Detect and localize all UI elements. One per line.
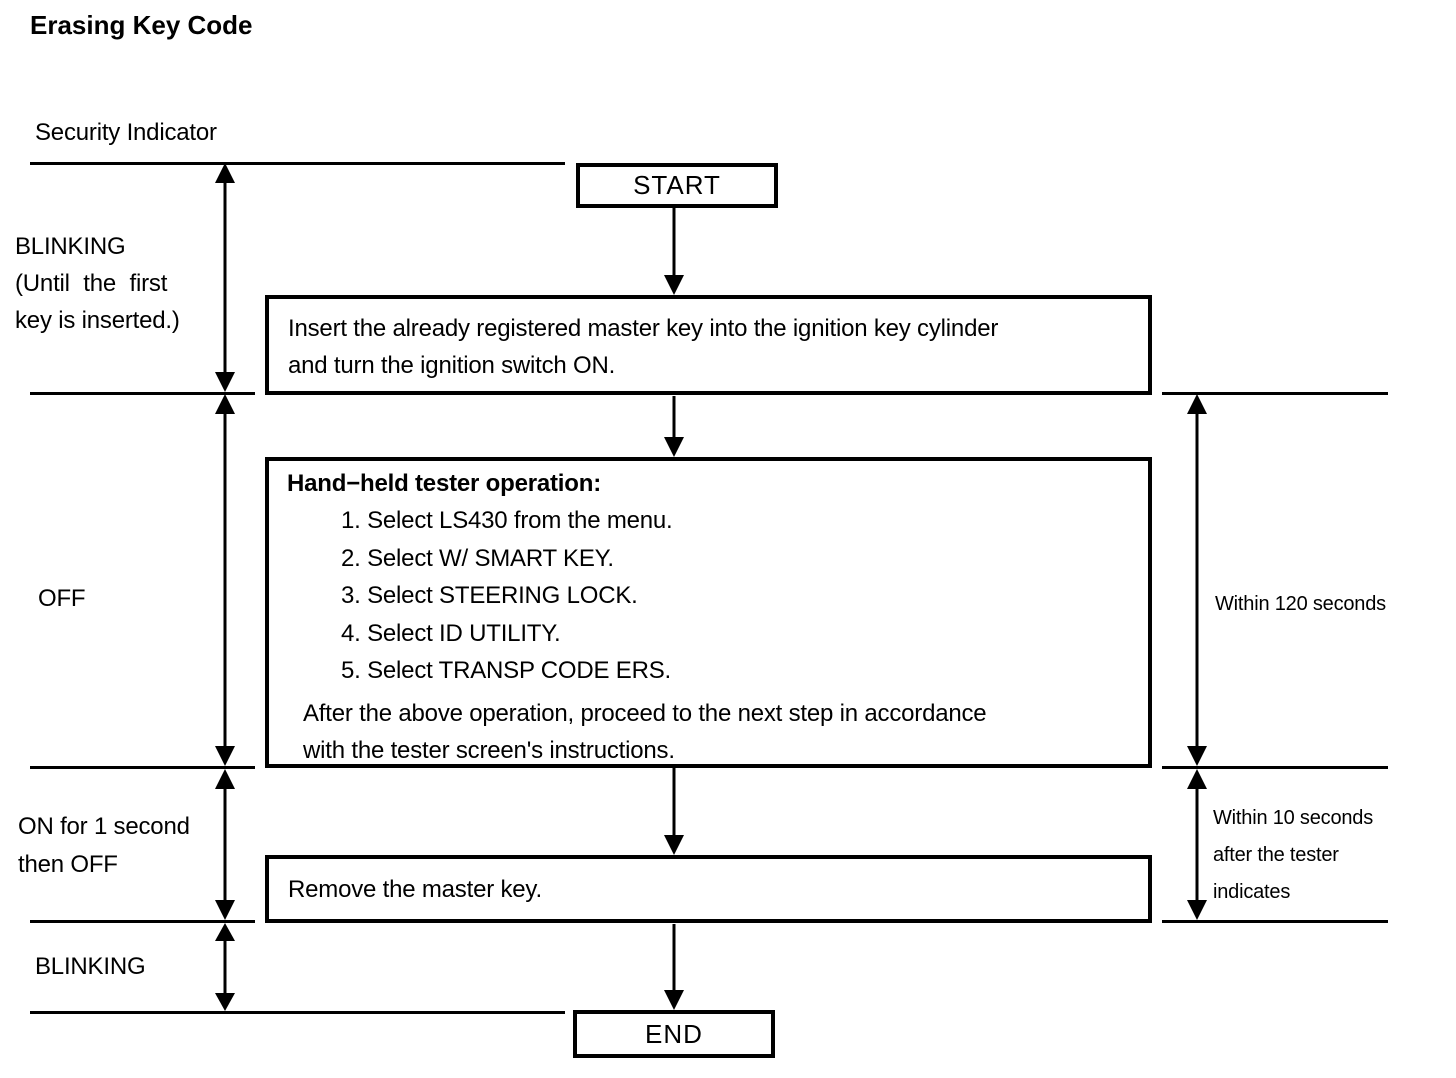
indicator-state-blinking-until-first-key: BLINKING (Until the first key is inserte… [15,228,180,339]
within-10s-range-arrow-icon [1187,769,1207,920]
step-remove-key-box: Remove the master key. [265,855,1152,923]
blinking-range-arrow-icon [215,923,235,1011]
within-120s-range-arrow-icon [1187,394,1207,766]
state-line: ON for 1 second [18,813,190,840]
timeline-divider-left-4 [30,920,255,923]
indicator-state-off: OFF [38,585,86,612]
blinking-until-first-key-range-arrow-icon [215,163,235,392]
timeline-divider-top [30,162,565,165]
state-line: then OFF [18,851,118,878]
flow-down-arrow-icon [664,768,684,855]
timeline-divider-right-2 [1162,766,1388,769]
state-line: BLINKING [15,233,126,260]
timeline-divider-left-2 [30,392,255,395]
tester-step-item: 4. Select ID UTILITY. [341,619,561,647]
flow-down-arrow-icon [664,924,684,1010]
timeline-divider-bottom [30,1011,565,1014]
tester-step-item: 1. Select LS430 from the menu. [341,507,673,534]
timing-line: after the tester [1213,844,1339,866]
start-node: START [576,163,778,208]
tester-heading: Hand−held tester operation: [287,470,601,497]
security-indicator-label: Security Indicator [35,119,217,146]
state-line: key is inserted.) [15,307,180,334]
tester-step-item: 2. Select W/ SMART KEY. [341,544,614,572]
tester-items: 1. Select LS430 from the menu. 2. Select… [287,502,1132,690]
tester-note: After the above operation, proceed to th… [303,699,987,764]
step-insert-key-box: Insert the already registered master key… [265,295,1152,395]
off-range-arrow-icon [215,394,235,766]
indicator-state-blinking: BLINKING [35,953,146,980]
timing-line: Within 10 seconds [1213,807,1374,829]
step-remove-key-text: Remove the master key. [288,875,542,903]
flow-down-arrow-icon [664,208,684,295]
timing-within-120s: Within 120 seconds [1215,593,1386,615]
timeline-divider-left-3 [30,766,255,769]
end-node: END [573,1010,775,1058]
flow-down-arrow-icon [664,396,684,457]
start-label: START [633,170,721,200]
tester-step-item: 3. Select STEERING LOCK. [341,582,638,609]
end-label: END [645,1018,703,1049]
page-title: Erasing Key Code [30,10,253,40]
timeline-divider-right-3 [1162,920,1388,923]
timing-within-10s: Within 10 seconds after the tester indic… [1213,800,1373,911]
step-tester-box: Hand−held tester operation: 1. Select LS… [265,457,1152,768]
indicator-state-on-then-off: ON for 1 second then OFF [18,808,190,884]
step-insert-key-text: Insert the already registered master key… [288,315,999,379]
timing-line: indicates [1213,881,1291,903]
on-then-off-range-arrow-icon [215,769,235,920]
state-line: (Until the first [15,270,168,297]
timeline-divider-right-1 [1162,392,1388,395]
tester-step-item: 5. Select TRANSP CODE ERS. [341,657,672,684]
